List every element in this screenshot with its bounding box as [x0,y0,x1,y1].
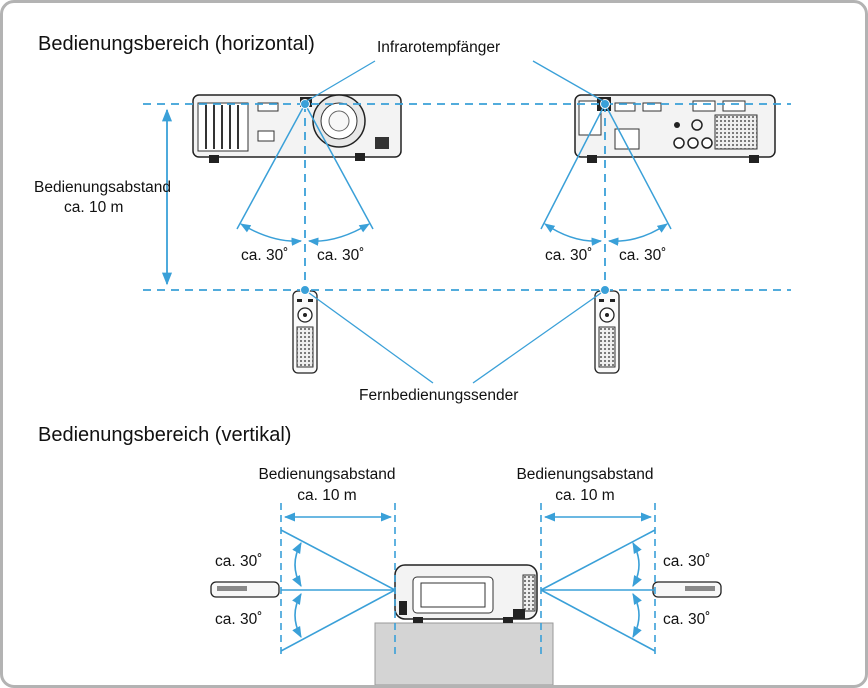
distance-guides-horizontal [143,103,791,291]
angle-cone-left [236,103,374,246]
angle-label-left-b: ca. 30˚ [317,247,365,264]
vertical-angle-left-bottom: ca. 30˚ [215,611,263,628]
vertical-distance-right-line1: Bedienungsabstand [516,466,654,483]
projector-front-view [192,94,402,163]
distance-label-line2: ca. 10 m [64,199,124,216]
remote-side-left [210,581,280,598]
remote-control-left [292,290,318,374]
horizontal-section-title: Bedienungsbereich (horizontal) [38,33,315,55]
vertical-distance-left-line2: ca. 10 m [297,487,357,504]
angle-label-right-a: ca. 30˚ [545,247,593,264]
projector-side-view [394,564,538,623]
diagram-artwork [143,60,791,685]
remote-control-right [594,290,620,374]
table-block [374,622,554,685]
vertical-angle-left-top: ca. 30˚ [215,553,263,570]
vertical-distance-left-line1: Bedienungsabstand [258,466,396,483]
vertical-section-title: Bedienungsbereich (vertikal) [38,424,292,446]
transmitter-label: Fernbedienungssender [359,387,519,404]
leader-lines [306,60,604,384]
receiver-label: Infrarotempfänger [377,39,501,56]
angle-label-right-b: ca. 30˚ [619,247,667,264]
remote-side-right [652,581,722,598]
angle-cone-right [540,103,672,246]
vertical-angle-right-top: ca. 30˚ [663,553,711,570]
receiver-markers [300,99,610,295]
vertical-angle-right-bottom: ca. 30˚ [663,611,711,628]
vertical-distance-right-line2: ca. 10 m [555,487,615,504]
distance-label-line1: Bedienungsabstand [34,179,172,196]
angle-label-left-a: ca. 30˚ [241,247,289,264]
distance-guides-vertical [280,503,656,655]
